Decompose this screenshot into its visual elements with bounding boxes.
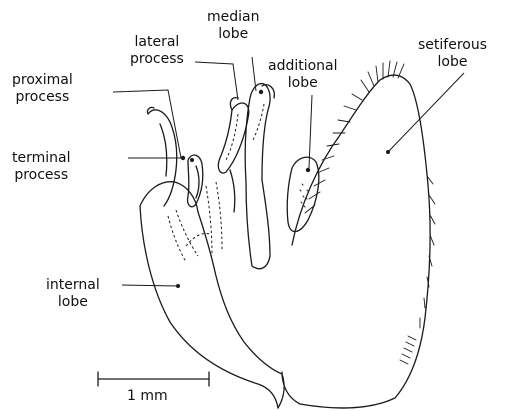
setiferous-lobe-outline — [282, 61, 435, 408]
internal-lobe-outline — [140, 182, 284, 408]
internal-lobe-label: internal lobe — [46, 277, 100, 311]
terminal-process-outline — [147, 107, 185, 206]
scale-bar — [98, 372, 209, 386]
proximal-process-label: proximal process — [12, 72, 73, 106]
setiferous-lobe-label: setiferous lobe — [418, 37, 487, 71]
median-lobe-outline — [245, 84, 274, 269]
additional-lobe-outline — [287, 157, 319, 231]
additional-lobe-label: additional lobe — [268, 58, 338, 92]
lateral-process-outline — [218, 98, 248, 212]
scale-bar-label: 1 mm — [127, 388, 168, 405]
proximal-process-outline — [188, 155, 203, 207]
lateral-process-label: lateral process — [130, 34, 184, 68]
terminal-process-label: terminal process — [12, 150, 70, 184]
median-lobe-label: median lobe — [207, 9, 259, 43]
